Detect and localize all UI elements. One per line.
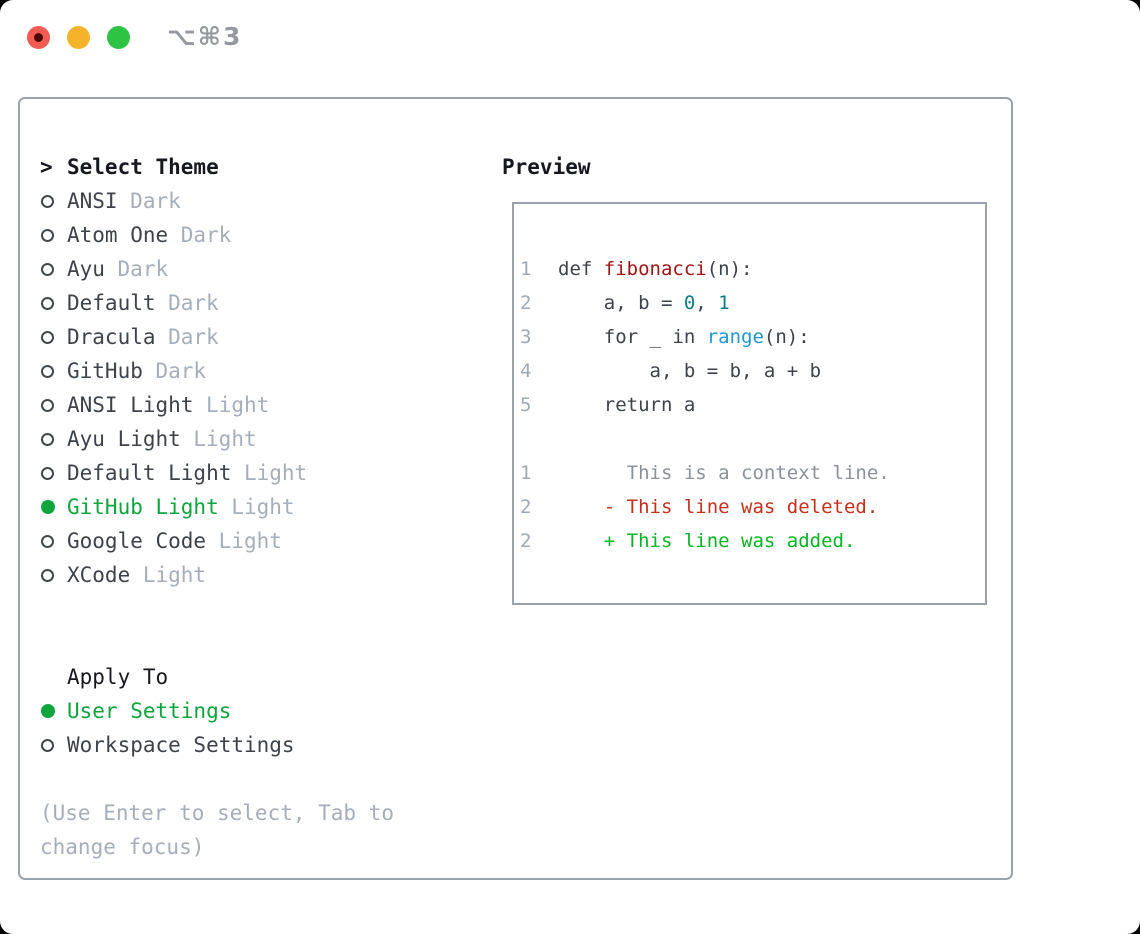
theme-variant-label: Dark	[168, 325, 219, 349]
theme-option-label: ANSI Light	[67, 393, 194, 417]
theme-option-label: Google Code	[67, 529, 207, 553]
theme-variant-label: Dark	[168, 291, 219, 315]
line-number: 2	[520, 496, 532, 518]
keyboard-hint-line: change focus)	[40, 835, 205, 859]
theme-option[interactable]: Ayu Dark	[40, 252, 490, 286]
theme-variant-label: Dark	[117, 257, 169, 281]
line-number: 1	[520, 258, 532, 280]
apply-option-label: Workspace Settings	[67, 733, 295, 757]
theme-variant-label: Light	[231, 495, 295, 519]
radio-icon	[41, 228, 54, 242]
radio-icon	[41, 296, 54, 310]
radio-icon	[41, 364, 54, 378]
theme-variant-label: Light	[218, 529, 282, 553]
code-line: 5 return a	[520, 394, 696, 416]
theme-option-label: GitHub Light	[67, 495, 219, 519]
preview-title: Preview	[502, 155, 591, 179]
line-number: 2	[520, 292, 532, 314]
theme-option[interactable]: Ayu Light Light	[40, 422, 490, 456]
theme-variant-label: Dark	[130, 189, 181, 213]
radio-icon	[41, 330, 54, 344]
window-title: ⌥⌘3	[167, 22, 243, 51]
radio-icon	[41, 432, 54, 446]
titlebar: ⌥⌘3	[0, 0, 1140, 74]
zoom-button[interactable]	[107, 26, 130, 49]
theme-option[interactable]: Default Dark	[40, 286, 490, 320]
line-number: 1	[520, 462, 532, 484]
minimize-button[interactable]	[67, 26, 90, 49]
theme-option-label: Default Light	[67, 461, 232, 485]
theme-variant-label: Light	[243, 461, 308, 485]
theme-variant-label: Light	[142, 563, 207, 587]
focus-marker: >	[40, 155, 53, 179]
theme-option-label: XCode	[67, 563, 131, 587]
radio-icon	[41, 534, 54, 548]
code-line: 2 - This line was deleted.	[520, 496, 879, 518]
theme-option[interactable]: ANSI Light Light	[40, 388, 490, 422]
apply-to-header: Apply To	[40, 660, 490, 694]
theme-option[interactable]: GitHub Light Light	[40, 490, 490, 524]
close-button[interactable]	[27, 26, 50, 49]
code-line: 1 This is a context line.	[520, 462, 890, 484]
theme-option-label: ANSI	[67, 189, 118, 213]
line-number: 5	[520, 394, 532, 416]
radio-icon	[41, 738, 54, 752]
radio-selected-icon	[41, 704, 55, 718]
theme-option[interactable]: Dracula Dark	[40, 320, 490, 354]
code-line: 4 a, b = b, a + b	[520, 360, 822, 382]
theme-option-label: Atom One	[67, 223, 169, 247]
theme-option-label: Ayu Light	[67, 427, 181, 451]
theme-option-label: Dracula	[67, 325, 156, 349]
theme-option[interactable]: Default Light Light	[40, 456, 490, 490]
line-number: 3	[520, 326, 532, 348]
theme-option[interactable]: ANSI Dark	[40, 184, 490, 218]
code-line: 3 for _ in range(n):	[520, 326, 810, 348]
radio-icon	[41, 568, 54, 582]
theme-option-label: Default	[67, 291, 156, 315]
apply-to-label: Apply To	[67, 665, 169, 689]
code-line	[520, 422, 979, 456]
apply-option-label: User Settings	[67, 699, 232, 723]
theme-option-label: Ayu	[67, 257, 105, 281]
line-number: 4	[520, 360, 532, 382]
apply-option[interactable]: User Settings	[40, 694, 490, 728]
radio-icon	[41, 262, 54, 276]
theme-option[interactable]: Atom One Dark	[40, 218, 490, 252]
theme-variant-label: Light	[193, 427, 257, 451]
select-theme-label: Select Theme	[67, 155, 219, 179]
line-number: 2	[520, 530, 532, 552]
code-line: 2 a, b = 0, 1	[520, 292, 730, 314]
keyboard-hint-line: (Use Enter to select, Tab to	[40, 801, 395, 825]
radio-icon	[41, 466, 54, 480]
theme-option[interactable]: XCode Light	[40, 558, 490, 592]
theme-option[interactable]: GitHub Dark	[40, 354, 490, 388]
theme-variant-label: Light	[206, 393, 270, 417]
theme-option[interactable]: Google Code Light	[40, 524, 490, 558]
theme-option-label: GitHub	[67, 359, 143, 383]
apply-option[interactable]: Workspace Settings	[40, 728, 490, 762]
radio-selected-icon	[41, 500, 55, 514]
radio-icon	[41, 194, 54, 208]
theme-variant-label: Dark	[180, 223, 232, 247]
theme-variant-label: Dark	[155, 359, 207, 383]
radio-icon	[41, 398, 54, 412]
code-line: 2 + This line was added.	[520, 530, 856, 552]
keyboard-hint: (Use Enter to select, Tab to change focus…	[40, 796, 490, 864]
select-theme-header: > Select Theme	[40, 150, 490, 184]
